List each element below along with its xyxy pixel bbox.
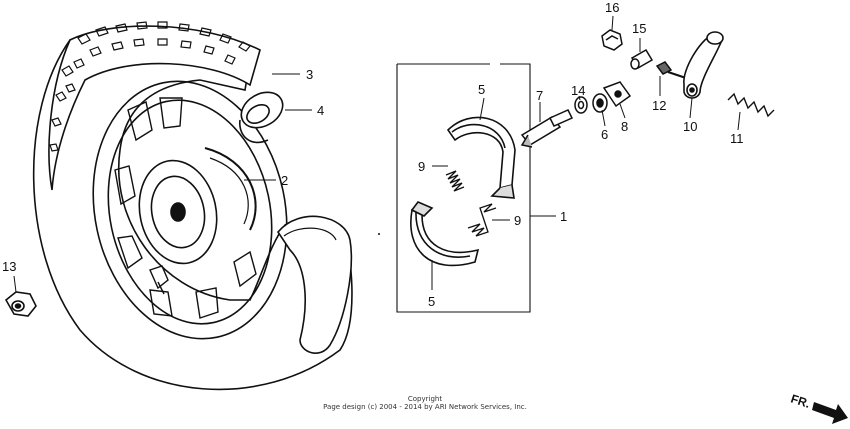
tread-pattern: [49, 21, 251, 152]
callout-4: 4: [317, 103, 324, 118]
rim-outer: [92, 80, 288, 340]
arm-bolt: [655, 61, 687, 79]
cap-nut: [601, 29, 623, 51]
hub-outer: [138, 159, 218, 265]
axle-nut: [4, 291, 37, 317]
stray-mark: [378, 233, 380, 235]
callout-10: 10: [683, 119, 697, 134]
brake-assembly-bracket: [396, 63, 531, 313]
rim-tape: [239, 91, 284, 144]
brake-arm-plate: [602, 81, 632, 108]
callout-12: 12: [652, 98, 666, 113]
wear-indicator: [592, 93, 608, 113]
callout-3: 3: [306, 67, 313, 82]
tire-tread: [48, 25, 261, 191]
direction-label: FR.: [789, 392, 812, 411]
callout-7: 7: [536, 88, 543, 103]
callout-6: 6: [601, 127, 608, 142]
brake-arm: [683, 31, 724, 99]
callout-15: 15: [632, 21, 646, 36]
pivot-collar: [630, 48, 654, 70]
callout-9-left: 9: [418, 159, 425, 174]
callout-9-right: 9: [514, 213, 521, 228]
copyright-notice: Page design (c) 2004 - 2014 by ARI Netwo…: [323, 403, 527, 411]
callout-labels: 3 4 2 5 7 14 6 8 9 9 5 1 10 11 12 15 16 …: [2, 0, 744, 309]
inner-tube: [204, 147, 257, 231]
return-spring: [727, 92, 775, 118]
hub-inner: [150, 175, 206, 249]
hub-axle: [170, 202, 186, 222]
tire-section: [276, 215, 353, 354]
brake-spring-right: [467, 203, 497, 237]
front-direction-indicator: FR.: [789, 392, 848, 424]
copyright-title: Copyright: [407, 395, 443, 403]
brake-spring-left: [445, 170, 465, 192]
callout-2: 2: [281, 173, 288, 188]
callout-5-upper: 5: [478, 82, 485, 97]
callout-14: 14: [571, 83, 585, 98]
wheel-assembly: [32, 21, 353, 391]
felt-seal: [574, 96, 588, 114]
callout-5-lower: 5: [428, 294, 435, 309]
callout-1: 1: [560, 209, 567, 224]
valve-stem: [149, 265, 169, 295]
callout-13: 13: [2, 259, 16, 274]
rim-inner: [107, 99, 273, 325]
callout-8: 8: [621, 119, 628, 134]
callout-16: 16: [605, 0, 619, 15]
callout-11: 11: [730, 131, 744, 146]
brake-shoe-lower: [410, 201, 480, 267]
brake-shoe-upper: [446, 116, 516, 199]
leader-lines: [13, 15, 741, 293]
direction-arrow-icon: [812, 402, 848, 424]
brake-cam: [520, 109, 574, 148]
